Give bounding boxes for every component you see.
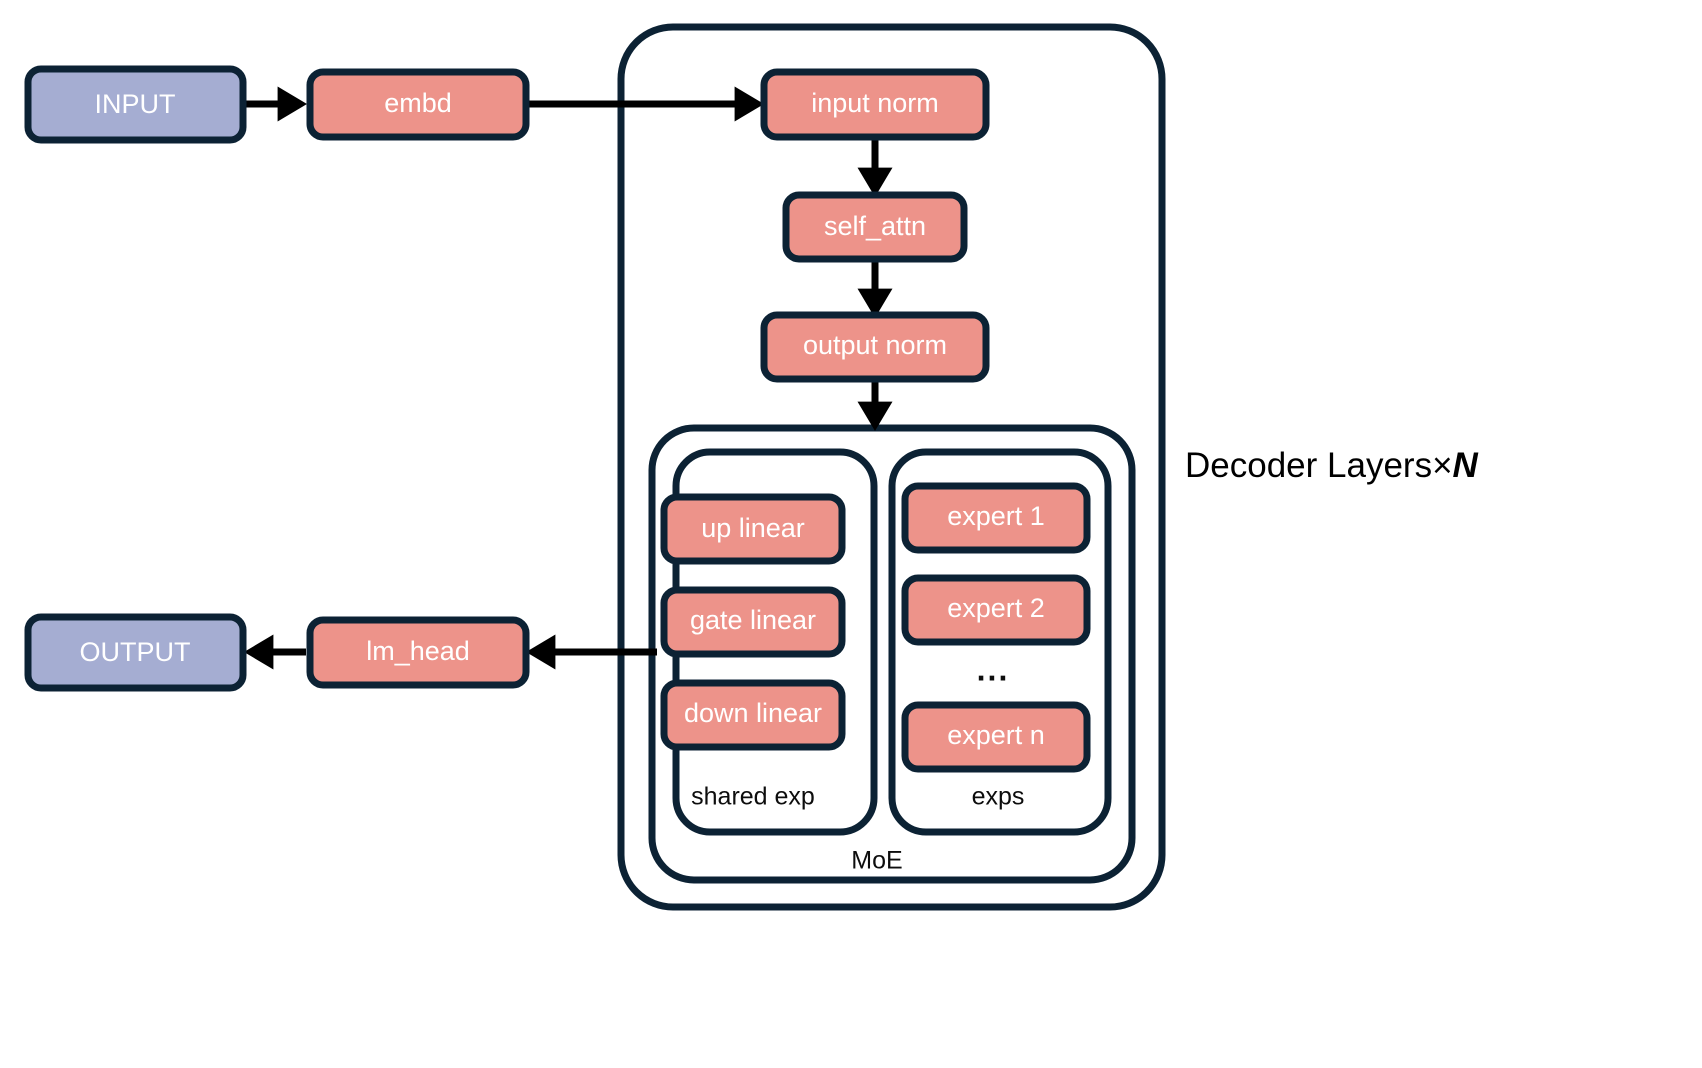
node-expert-n-label: expert n (947, 720, 1045, 750)
experts-ellipsis: ... (977, 651, 1010, 687)
node-down-linear-rect[interactable] (660, 679, 846, 751)
decoder-layers-caption: Decoder Layers×N (1185, 446, 1479, 485)
routed-experts-group-label: exps (972, 783, 1025, 811)
node-input-norm-label: input norm (811, 88, 939, 118)
node-expert-2-rect[interactable] (901, 574, 1091, 646)
node-expert-1-label: expert 1 (947, 501, 1045, 531)
node-embd[interactable]: embd (306, 68, 530, 141)
node-output-rect[interactable] (24, 613, 247, 692)
node-output[interactable]: OUTPUT (24, 613, 247, 692)
node-expert-1[interactable]: expert 1 (901, 482, 1091, 554)
node-embd-rect[interactable] (306, 68, 530, 141)
node-gate-linear-rect[interactable] (660, 586, 846, 658)
node-output-norm[interactable]: output norm (760, 311, 990, 383)
node-up-linear-rect[interactable] (660, 493, 846, 565)
node-expert-1-rect[interactable] (901, 482, 1091, 554)
node-input[interactable]: INPUT (24, 65, 247, 144)
node-input-norm[interactable]: input norm (760, 68, 990, 141)
node-output-label: OUTPUT (80, 637, 191, 667)
node-expert-2-label: expert 2 (947, 593, 1045, 623)
node-gate-linear[interactable]: gate linear (660, 586, 846, 658)
node-input-norm-rect[interactable] (760, 68, 990, 141)
shared-expert-group-label: shared exp (691, 783, 815, 811)
node-expert-n-rect[interactable] (901, 701, 1091, 773)
node-down-linear-label: down linear (684, 698, 822, 728)
node-lm-head-rect[interactable] (306, 616, 530, 689)
node-lm-head-label: lm_head (366, 636, 470, 666)
decoder-layers-caption-count: N (1453, 446, 1479, 485)
routed-experts-group-boundary (888, 448, 1112, 836)
decoder-layers-boundary (617, 23, 1166, 911)
node-self-attn[interactable]: self_attn (782, 191, 968, 263)
node-down-linear[interactable]: down linear (660, 679, 846, 751)
decoder-layers-caption-prefix: Decoder Layers× (1185, 446, 1453, 485)
node-input-rect[interactable] (24, 65, 247, 144)
node-output-norm-label: output norm (803, 330, 947, 360)
node-expert-2[interactable]: expert 2 (901, 574, 1091, 646)
node-self-attn-rect[interactable] (782, 191, 968, 263)
node-lm-head[interactable]: lm_head (306, 616, 530, 689)
node-expert-n[interactable]: expert n (901, 701, 1091, 773)
moe-group-label: MoE (851, 847, 902, 875)
node-up-linear-label: up linear (701, 513, 805, 543)
node-self-attn-label: self_attn (824, 211, 926, 241)
node-input-label: INPUT (95, 89, 176, 119)
node-output-norm-rect[interactable] (760, 311, 990, 383)
node-embd-label: embd (384, 88, 452, 118)
node-gate-linear-label: gate linear (690, 605, 816, 635)
node-up-linear[interactable]: up linear (660, 493, 846, 565)
